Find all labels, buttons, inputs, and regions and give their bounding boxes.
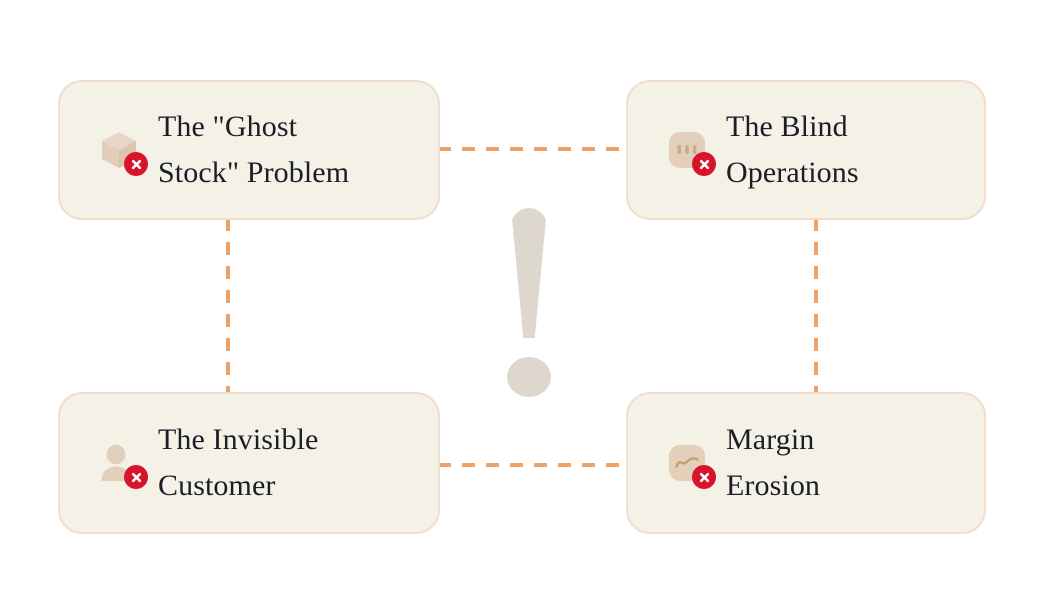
card-title: The Blind Operations — [726, 110, 859, 189]
error-x-icon — [124, 465, 148, 489]
trend-line-icon — [664, 440, 716, 489]
card-invisible-customer[interactable]: The Invisible Customer — [58, 392, 440, 534]
bar-chart-icon — [664, 127, 716, 176]
exclamation-stem — [511, 208, 547, 338]
box-icon — [96, 127, 148, 176]
card-margin-erosion[interactable]: Margin Erosion — [626, 392, 986, 534]
card-title: Margin Erosion — [726, 423, 821, 502]
connector-left-vertical — [226, 218, 230, 394]
card-ghost-stock[interactable]: The "Ghost Stock" Problem — [58, 80, 440, 220]
error-x-icon — [692, 465, 716, 489]
card-title: The "Ghost Stock" Problem — [158, 110, 350, 189]
connector-bottom-horizontal — [438, 463, 628, 467]
user-icon — [96, 440, 148, 489]
error-x-icon — [692, 152, 716, 176]
connector-top-horizontal — [438, 147, 628, 151]
card-blind-operations[interactable]: The Blind Operations — [626, 80, 986, 220]
card-title: The Invisible Customer — [158, 423, 319, 502]
connector-right-vertical — [814, 218, 818, 394]
exclamation-dot — [507, 357, 551, 397]
error-x-icon — [124, 152, 148, 176]
exclamation-mark-icon — [495, 200, 563, 400]
